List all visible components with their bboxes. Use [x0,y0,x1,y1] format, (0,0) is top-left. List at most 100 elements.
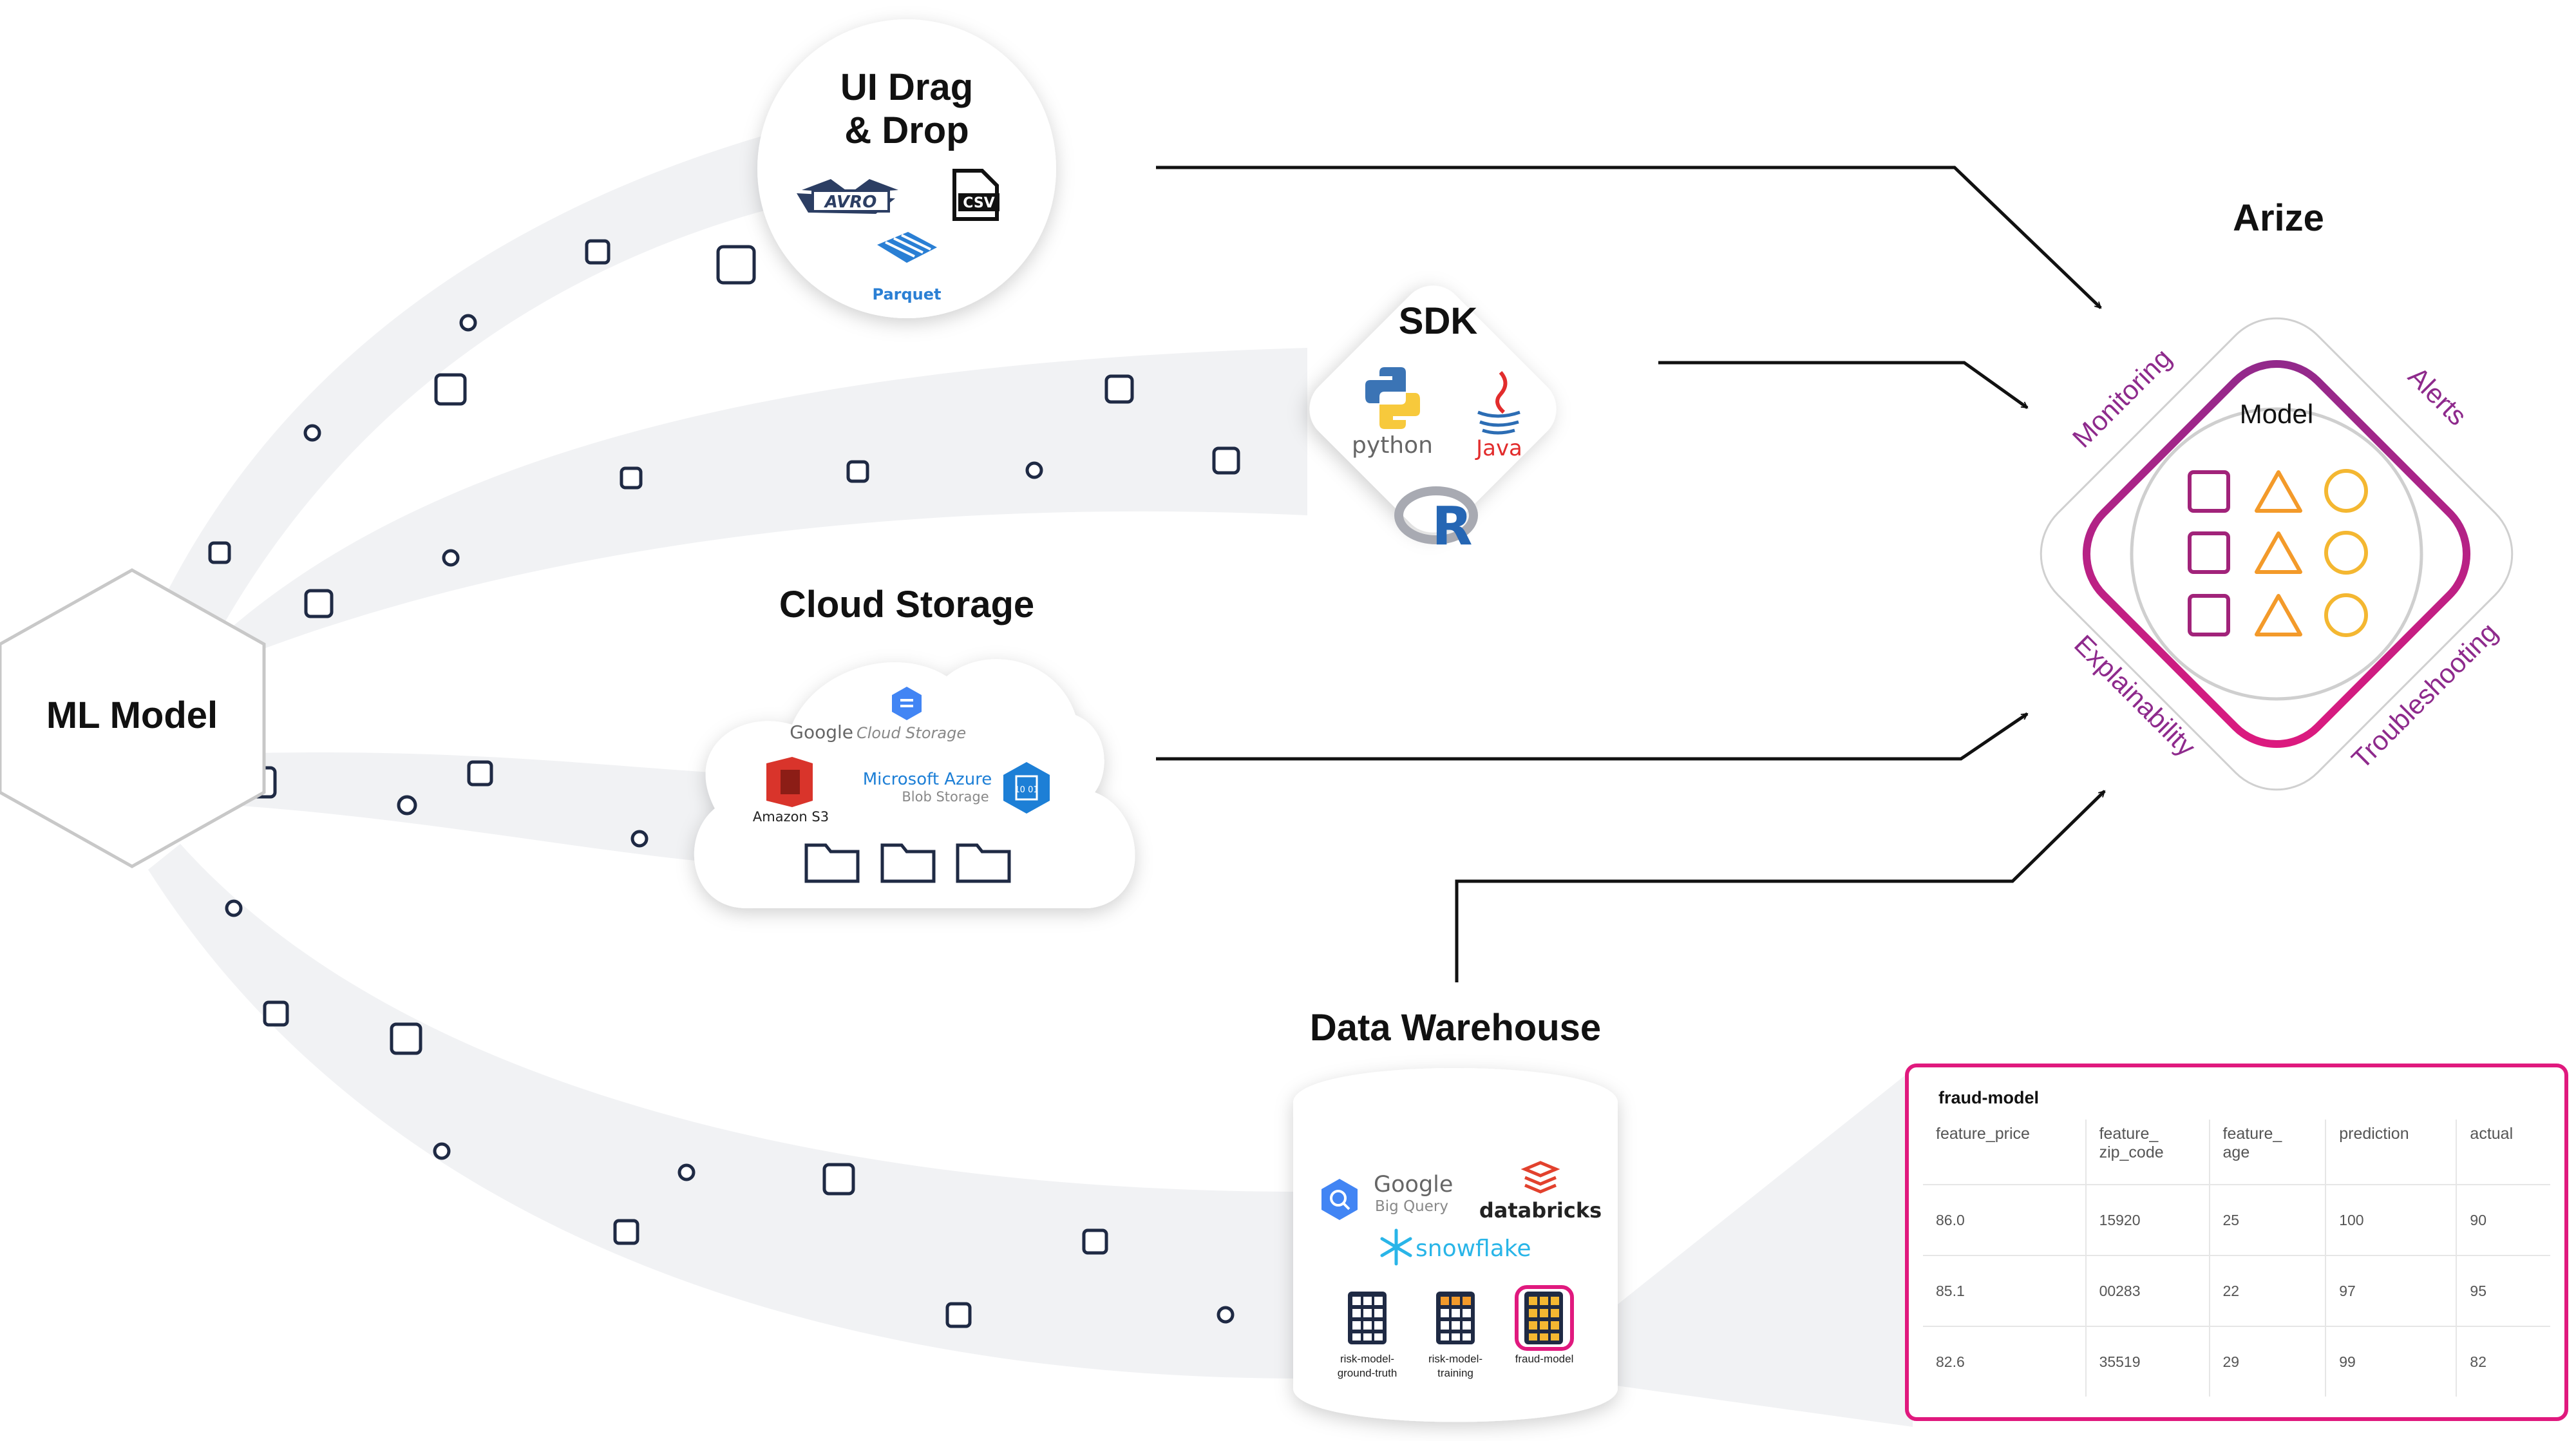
data-marker-square [945,1302,972,1328]
table-label-line2: training [1437,1367,1473,1379]
data-marker-square [304,589,334,618]
stream-to-sdk [213,348,1307,663]
azure-line1: Microsoft Azure [863,770,992,789]
data-marker-square [822,1163,855,1196]
table-cell: 85.1 [1923,1255,2087,1327]
databricks-label: databricks [1479,1198,1602,1223]
databricks-logo-icon: databricks [1479,1161,1602,1223]
data-markers [118,239,1240,1328]
cloud-storage-node: Cloud Storage Google Cloud Storage Amazo… [694,584,1135,908]
folder-icon [880,843,936,883]
table-cell: 25 [2209,1185,2327,1256]
table-label-line2: ground-truth [1338,1367,1397,1379]
table-cell: 00283 [2085,1255,2210,1327]
avro-logo-text: AVRO [824,193,877,212]
model-circle [2324,593,2368,637]
parquet-logo-icon: Parquet [873,232,942,303]
java-label: Java [1475,435,1522,461]
table-label-line1: risk-model- [1340,1353,1394,1365]
stream-to-cloud-storage [232,752,721,863]
snowflake-logo-icon: snowflake [1380,1228,1531,1266]
table-icon-fraud-model: fraud-model [1515,1285,1574,1365]
table-row: 82.6 35519 29 99 82 [1923,1326,2550,1397]
amazon-s3-logo-icon: Amazon S3 [753,757,829,825]
gcs-cloud-text: Cloud Storage [857,724,966,742]
data-warehouse-title: Data Warehouse [1310,1007,1601,1049]
model-circle [2324,469,2368,513]
azure-bits: 10 01 [1014,785,1038,795]
table-cell: 29 [2209,1326,2327,1397]
cloud-storage-title: Cloud Storage [779,584,1034,625]
data-marker-square [716,245,756,285]
data-marker-square [467,760,493,787]
google-cloud-storage-logo-icon: Google Cloud Storage [790,687,966,743]
stream-to-data-warehouse [148,844,1301,1379]
ui-drag-drop-title-line2: & Drop [844,110,969,151]
arize-model-label: Model [2240,399,2313,429]
data-marker-square [846,460,869,483]
cycle-label-alerts: Alerts [2403,361,2473,431]
ui-drag-drop-node: UI Drag & Drop AVRO CSV Parquet [757,19,1056,318]
ui-drag-drop-circle [757,19,1056,318]
parquet-label: Parquet [873,285,942,303]
arize-title: Arize [2233,197,2324,239]
warehouse-table-icons: risk-model- ground-truth risk-model- tra… [1338,1285,1574,1379]
data-marker-circle [1217,1306,1235,1324]
stream-to-fraud-table [1565,1069,1913,1427]
python-logo-icon: python [1352,367,1433,459]
azure-blob-logo-icon: Microsoft Azure Blob Storage 10 01 [863,762,1050,814]
data-marker-circle [630,830,649,848]
r-label: R [1432,496,1472,557]
python-label: python [1352,432,1433,459]
data-marker-circle [303,424,321,442]
data-marker-circle [677,1163,696,1181]
bq-google-text: Google [1374,1172,1453,1198]
table-cell: 15920 [2085,1185,2210,1256]
amazon-s3-label: Amazon S3 [753,809,829,825]
ui-drag-drop-title-line1: UI Drag [840,66,973,108]
data-marker-circle [225,899,243,917]
table-cell: 99 [2325,1326,2458,1397]
avro-logo-icon: AVRO [797,179,898,214]
data-marker-circle [442,549,460,567]
data-marker-circle [397,795,417,816]
data-marker-square [613,1219,639,1245]
column-header: feature_ age [2209,1120,2327,1185]
table-row: 85.1 00283 22 97 95 [1923,1255,2550,1327]
data-marker-square [1104,374,1134,404]
data-marker-square [390,1022,422,1055]
model-circle [2324,531,2368,575]
fraud-table-title: fraud-model [1938,1088,2040,1107]
table-row: 86.0 15920 25 100 90 [1923,1185,2550,1256]
table-cell: 90 [2456,1185,2550,1256]
data-marker-square [620,466,643,490]
model-triangle [2255,594,2302,636]
arrow-data-warehouse-to-arize [1455,790,2106,982]
table-cell: 82.6 [1923,1326,2087,1397]
model-triangle [2255,531,2302,574]
data-marker-square [208,541,231,564]
arrows [1156,166,2106,982]
model-square [2188,531,2230,574]
table-icon-risk-model-ground-truth: risk-model- ground-truth [1338,1292,1397,1379]
sdk-diamond [1309,285,1557,533]
folder-icon [804,843,860,883]
column-header: feature_ zip_code [2085,1120,2210,1185]
sdk-title: SDK [1399,300,1478,342]
model-triangle [2255,470,2302,513]
fraud-model-table: feature_price feature_ zip_code feature_… [1923,1120,2550,1397]
data-marker-square [585,239,611,265]
ml-model-node: ML Model [0,568,266,868]
arize-node: Arize Model Monitoring Alerts Troublesho… [2040,197,2514,791]
data-marker-circle [459,314,477,332]
data-marker-square [263,1000,289,1027]
arrow-sdk-to-arize [1658,361,2027,410]
model-square [2188,594,2230,636]
arize-model-circle [2130,407,2423,701]
csv-label: CSV [963,195,994,211]
model-shapes [2188,469,2368,637]
ml-model-label: ML Model [46,694,218,736]
fraud-model-table-panel: fraud-model feature_price feature_ zip_c… [1905,1064,2568,1421]
table-label-line1: risk-model- [1428,1353,1482,1365]
